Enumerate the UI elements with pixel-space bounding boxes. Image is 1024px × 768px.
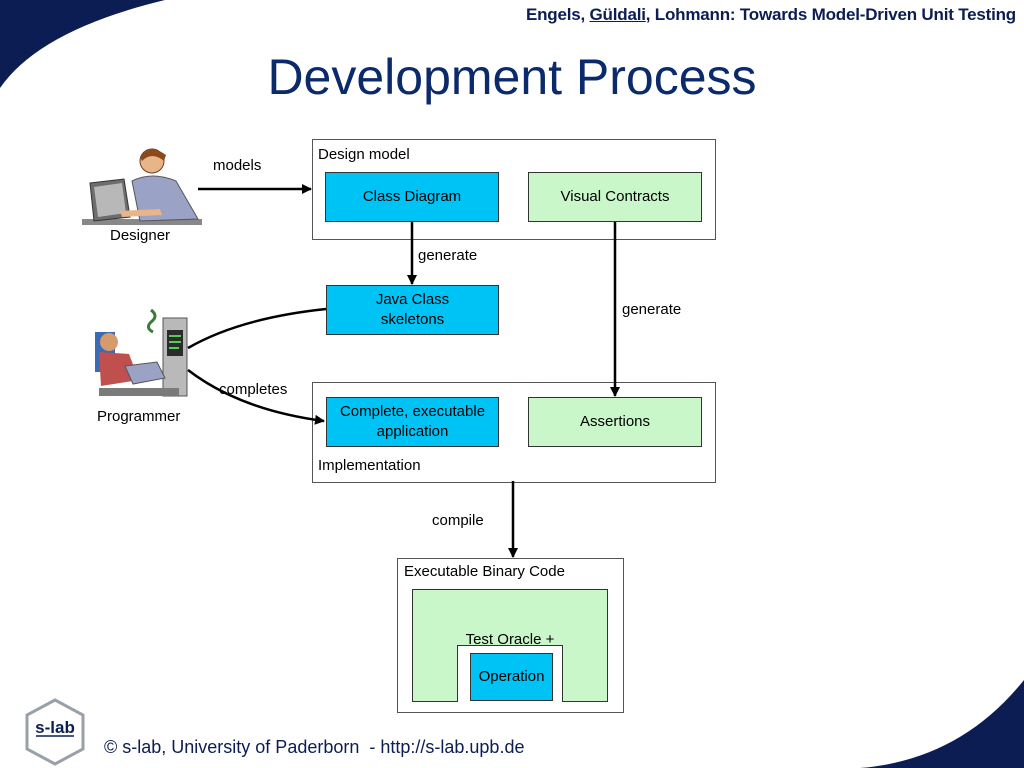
- class-diagram-box: Class Diagram: [325, 172, 499, 222]
- design-model-label: Design model: [318, 146, 410, 163]
- generate-right-edge-label: generate: [622, 301, 682, 318]
- compile-edge-label: compile: [432, 512, 484, 529]
- operation-box: Operation: [470, 653, 553, 701]
- programmer-label: Programmer: [97, 408, 181, 425]
- s-lab-logo: s-lab: [25, 698, 85, 766]
- models-edge-label: models: [213, 157, 262, 174]
- executable-binary-label: Executable Binary Code: [404, 563, 565, 580]
- implementation-label: Implementation: [318, 457, 421, 474]
- programmer-clipart-icon: [95, 308, 188, 397]
- visual-contracts-box: Visual Contracts: [528, 172, 702, 222]
- designer-clipart-icon: [82, 148, 202, 225]
- bottom-right-corner-swoosh: [860, 680, 1024, 768]
- svg-text:s-lab: s-lab: [35, 718, 75, 737]
- footer-copyright: © s-lab, University of Paderborn - http:…: [104, 737, 525, 757]
- top-left-corner-swoosh: [0, 0, 165, 88]
- slide-title: Development Process: [267, 49, 757, 105]
- completes-edge-label: completes: [219, 381, 288, 398]
- designer-label: Designer: [110, 227, 171, 244]
- generate-left-edge-label: generate: [418, 247, 478, 264]
- slide-authors: Engels, Güldali, Lohmann: Towards Model-…: [525, 5, 1016, 24]
- assertions-box: Assertions: [528, 397, 702, 447]
